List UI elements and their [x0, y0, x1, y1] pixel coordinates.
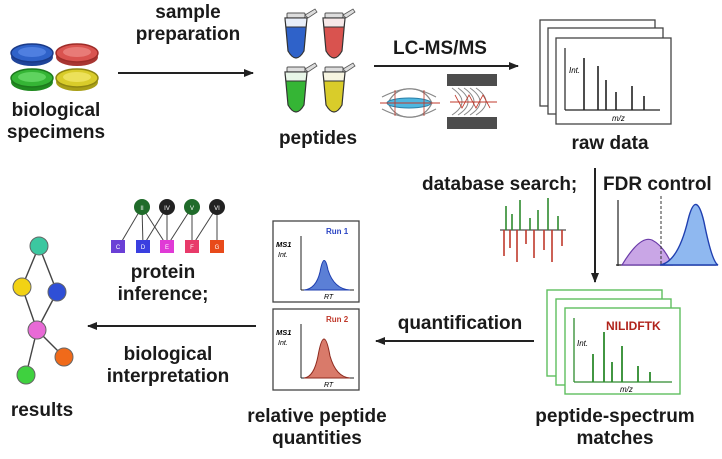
mass-analyzer-icon [447, 74, 497, 129]
result-node-pink [27, 320, 47, 340]
petri-dish-red [55, 43, 99, 66]
petri-dishes-icon [10, 43, 99, 91]
label-protein-inference: protein inference; [117, 262, 209, 305]
svg-text:C: C [116, 245, 121, 251]
psm-axis-x-label: m/z [620, 385, 633, 394]
svg-text:V: V [190, 206, 194, 212]
label-database-search: database search; [422, 174, 578, 195]
raw-spectrum-peaks [583, 58, 645, 110]
psm-spectra: NILIDFTK Int. m/z [546, 289, 681, 395]
run2-panel: Run 2 MS1 Int. RT [272, 308, 360, 391]
svg-text:E: E [165, 245, 169, 251]
label-results: results [10, 400, 74, 421]
label-peptides: peptides [278, 128, 358, 149]
peptide-node-1: C [111, 240, 125, 253]
run1-y-label: Int. [278, 252, 288, 259]
protein-node-3: V [184, 199, 200, 215]
label-quantification: quantification [397, 313, 523, 334]
tube-red [322, 8, 356, 59]
run2-y-label: Int. [278, 340, 288, 347]
psm-axis-y-label: Int. [577, 339, 588, 348]
sample-tubes-icon [284, 8, 356, 113]
svg-text:G: G [215, 245, 220, 251]
label-relative-peptide-quantities: relative peptide quantities [247, 406, 387, 449]
run1-x-label: RT [324, 294, 334, 301]
petri-dish-green [10, 68, 54, 91]
protein-node-1: II [134, 199, 150, 215]
raw-axis-y-label: Int. [569, 66, 580, 75]
peptide-node-3: E [160, 240, 174, 253]
protein-node-2: IV [159, 199, 175, 215]
svg-text:D: D [141, 245, 146, 251]
psm-spectrum-peaks [592, 332, 651, 382]
label-fdr-control: FDR control [603, 174, 712, 195]
tube-green [284, 62, 318, 113]
label-raw-data: raw data [571, 133, 649, 154]
petri-dish-yellow [55, 68, 99, 91]
run2-title: Run 2 [326, 315, 349, 324]
label-biological-specimens: biological specimens [6, 100, 106, 143]
tube-yellow [322, 62, 356, 113]
svg-text:II: II [140, 206, 144, 212]
petri-dish-blue [10, 43, 54, 66]
run1-panel: Run 1 MS1 Int. RT [272, 220, 360, 303]
tube-blue [284, 8, 318, 59]
results-network [12, 236, 74, 385]
result-node-blue [47, 282, 67, 302]
svg-text:F: F [190, 245, 194, 251]
label-lc-ms-ms: LC-MS/MS [393, 38, 487, 59]
run1-ms-label: MS1 [276, 240, 291, 249]
label-biological-interpretation: biological interpretation [106, 344, 230, 387]
result-node-yellow [12, 277, 32, 297]
svg-text:IV: IV [164, 206, 170, 212]
result-node-orange [54, 347, 74, 367]
peptide-node-2: D [136, 240, 150, 253]
peptide-node-4: F [185, 240, 199, 253]
psm-sequence: NILIDFTK [606, 319, 661, 333]
run2-x-label: RT [324, 382, 334, 389]
run2-ms-label: MS1 [276, 328, 291, 337]
raw-data-spectra: Int. m/z [539, 19, 672, 125]
lc-column-icon [380, 88, 440, 118]
protein-inference-graph: II IV V VI C D E F [111, 199, 225, 253]
protein-node-4: VI [209, 199, 225, 215]
peptide-node-5: G [210, 240, 224, 253]
result-node-top [29, 236, 49, 256]
svg-text:VI: VI [214, 206, 220, 212]
fdr-distribution-plot [616, 196, 719, 266]
run1-title: Run 1 [326, 227, 349, 236]
result-node-green [16, 365, 36, 385]
database-search-mirror-spectrum [500, 198, 566, 262]
label-peptide-spectrum-matches: peptide-spectrum matches [535, 406, 695, 449]
label-sample-preparation: sample preparation [135, 2, 241, 45]
raw-axis-x-label: m/z [612, 114, 625, 123]
